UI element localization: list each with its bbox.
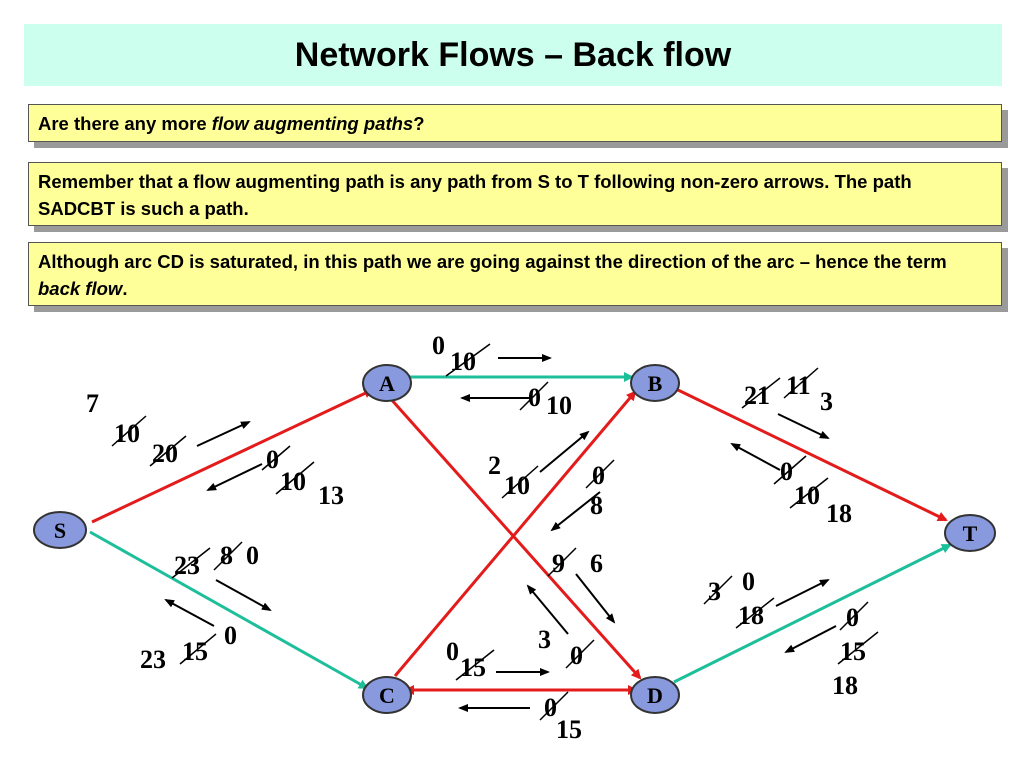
- strike-mark: [735, 597, 775, 629]
- strike-mark: [839, 601, 869, 631]
- flow-number: 0: [528, 383, 541, 412]
- strike-mark: [741, 377, 781, 409]
- flow-number: 15: [556, 715, 582, 744]
- strike-mark: [213, 541, 243, 571]
- flow-arrow: [550, 491, 601, 532]
- edge-a-d: [388, 397, 642, 680]
- note-text: ?: [413, 113, 425, 134]
- edge-c-b: [393, 390, 637, 677]
- node-label: D: [647, 683, 663, 708]
- note-emphasis: back flow: [38, 278, 123, 299]
- node-label: C: [379, 683, 395, 708]
- flow-number: 0: [742, 567, 755, 596]
- flow-number: 0: [224, 621, 237, 650]
- strike-mark: [539, 691, 569, 721]
- flow-number: 0: [266, 445, 279, 474]
- remember-note: Remember that a flow augmenting path is …: [28, 162, 1002, 226]
- flow-number: 0: [570, 641, 583, 670]
- strike-mark: [179, 633, 217, 665]
- flow-number: 9: [552, 549, 565, 578]
- flow-number: 8: [590, 491, 603, 520]
- note-text: Are there any more: [38, 113, 212, 134]
- flow-arrow: [164, 599, 215, 627]
- strike-mark: [519, 381, 549, 411]
- note-emphasis: flow augmenting paths: [211, 113, 414, 134]
- flow-arrow: [730, 443, 781, 471]
- strike-mark: [837, 631, 879, 665]
- node-a: A: [362, 364, 412, 402]
- strike-mark: [547, 547, 577, 577]
- back-flow-note: Although arc CD is saturated, in this pa…: [28, 242, 1002, 306]
- edge-d-t: [673, 543, 952, 684]
- strike-mark: [501, 465, 539, 499]
- node-label: S: [54, 518, 66, 543]
- flow-number: 10: [546, 391, 572, 420]
- flow-number: 0: [446, 637, 459, 666]
- flow-number: 2: [488, 451, 501, 480]
- note-text: .: [122, 278, 128, 299]
- strike-mark: [275, 461, 315, 495]
- strike-mark: [111, 415, 147, 447]
- strike-mark: [455, 649, 495, 681]
- title-bar: Network Flows – Back flow: [24, 24, 1002, 86]
- page-title: Network Flows – Back flow: [294, 35, 732, 74]
- note-text: Remember that a flow augmenting path is …: [38, 171, 912, 219]
- strike-marks: [111, 343, 879, 721]
- flow-arrow: [575, 573, 616, 624]
- node-d: D: [630, 676, 680, 714]
- flow-arrow: [539, 430, 590, 473]
- node-label: T: [963, 521, 978, 546]
- flow-number: 3: [820, 387, 833, 416]
- flow-number: 0: [544, 693, 557, 722]
- flow-number: 13: [318, 481, 344, 510]
- strike-mark: [149, 435, 187, 467]
- edge-s-a: [91, 388, 374, 524]
- flow-arrow: [777, 413, 830, 439]
- node-label: A: [379, 371, 395, 396]
- node-label: B: [648, 371, 663, 396]
- flow-number: 3: [538, 625, 551, 654]
- strike-mark: [783, 367, 819, 399]
- flow-arrow: [206, 463, 263, 491]
- strike-mark: [261, 445, 291, 471]
- flow-arrow: [775, 579, 830, 607]
- strike-mark: [445, 343, 491, 377]
- flow-number: 7: [86, 389, 99, 418]
- flow-number: 18: [832, 671, 858, 700]
- node-s: S: [33, 511, 87, 549]
- flow-labels: 7 10 20 0 10 13 23 8 0 23 15 0 0 10 0 10…: [86, 331, 866, 744]
- flow-number: 23: [140, 645, 166, 674]
- flow-number: 0: [246, 541, 259, 570]
- edge-s-c: [89, 530, 369, 690]
- flow-number: 10: [450, 347, 476, 376]
- strike-mark: [773, 455, 807, 485]
- flow-number: 0: [780, 457, 793, 486]
- flow-number: 18: [826, 499, 852, 528]
- strike-mark: [585, 459, 615, 489]
- node-t: T: [944, 514, 996, 552]
- strike-mark: [171, 547, 211, 579]
- strike-mark: [703, 575, 733, 605]
- flow-number: 0: [432, 331, 445, 360]
- question-note: Are there any more flow augmenting paths…: [28, 104, 1002, 142]
- flow-number: 6: [590, 549, 603, 578]
- flow-arrow: [526, 584, 569, 635]
- strike-mark: [789, 477, 829, 509]
- node-b: B: [630, 364, 680, 402]
- flow-number: 3: [708, 577, 721, 606]
- flow-arrow: [215, 579, 272, 611]
- strike-mark: [565, 639, 595, 669]
- edge-b-t: [677, 388, 948, 522]
- flow-arrow: [196, 421, 251, 447]
- note-text: Although arc CD is saturated, in this pa…: [38, 251, 947, 272]
- node-c: C: [362, 676, 412, 714]
- flow-arrow: [784, 625, 837, 653]
- flow-arrows: [164, 354, 837, 712]
- flow-number: 8: [220, 541, 233, 570]
